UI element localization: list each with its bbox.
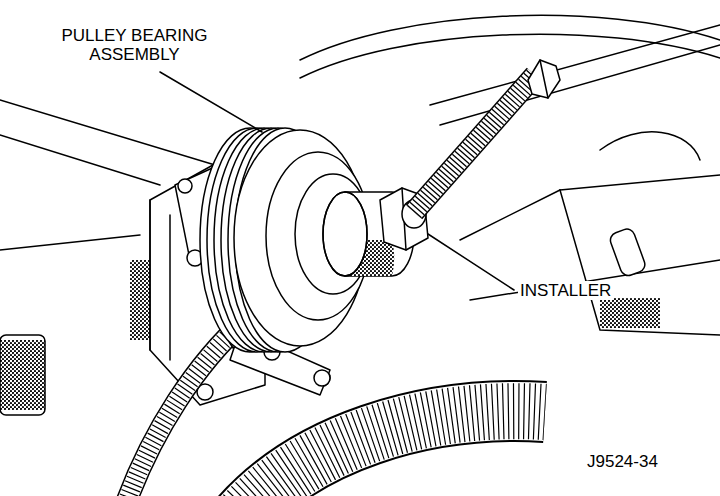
part-label: PULLEY BEARING ASSEMBLY bbox=[40, 26, 229, 64]
figure-number: J9524-34 bbox=[585, 452, 660, 471]
tool-label: INSTALLER bbox=[518, 281, 613, 300]
